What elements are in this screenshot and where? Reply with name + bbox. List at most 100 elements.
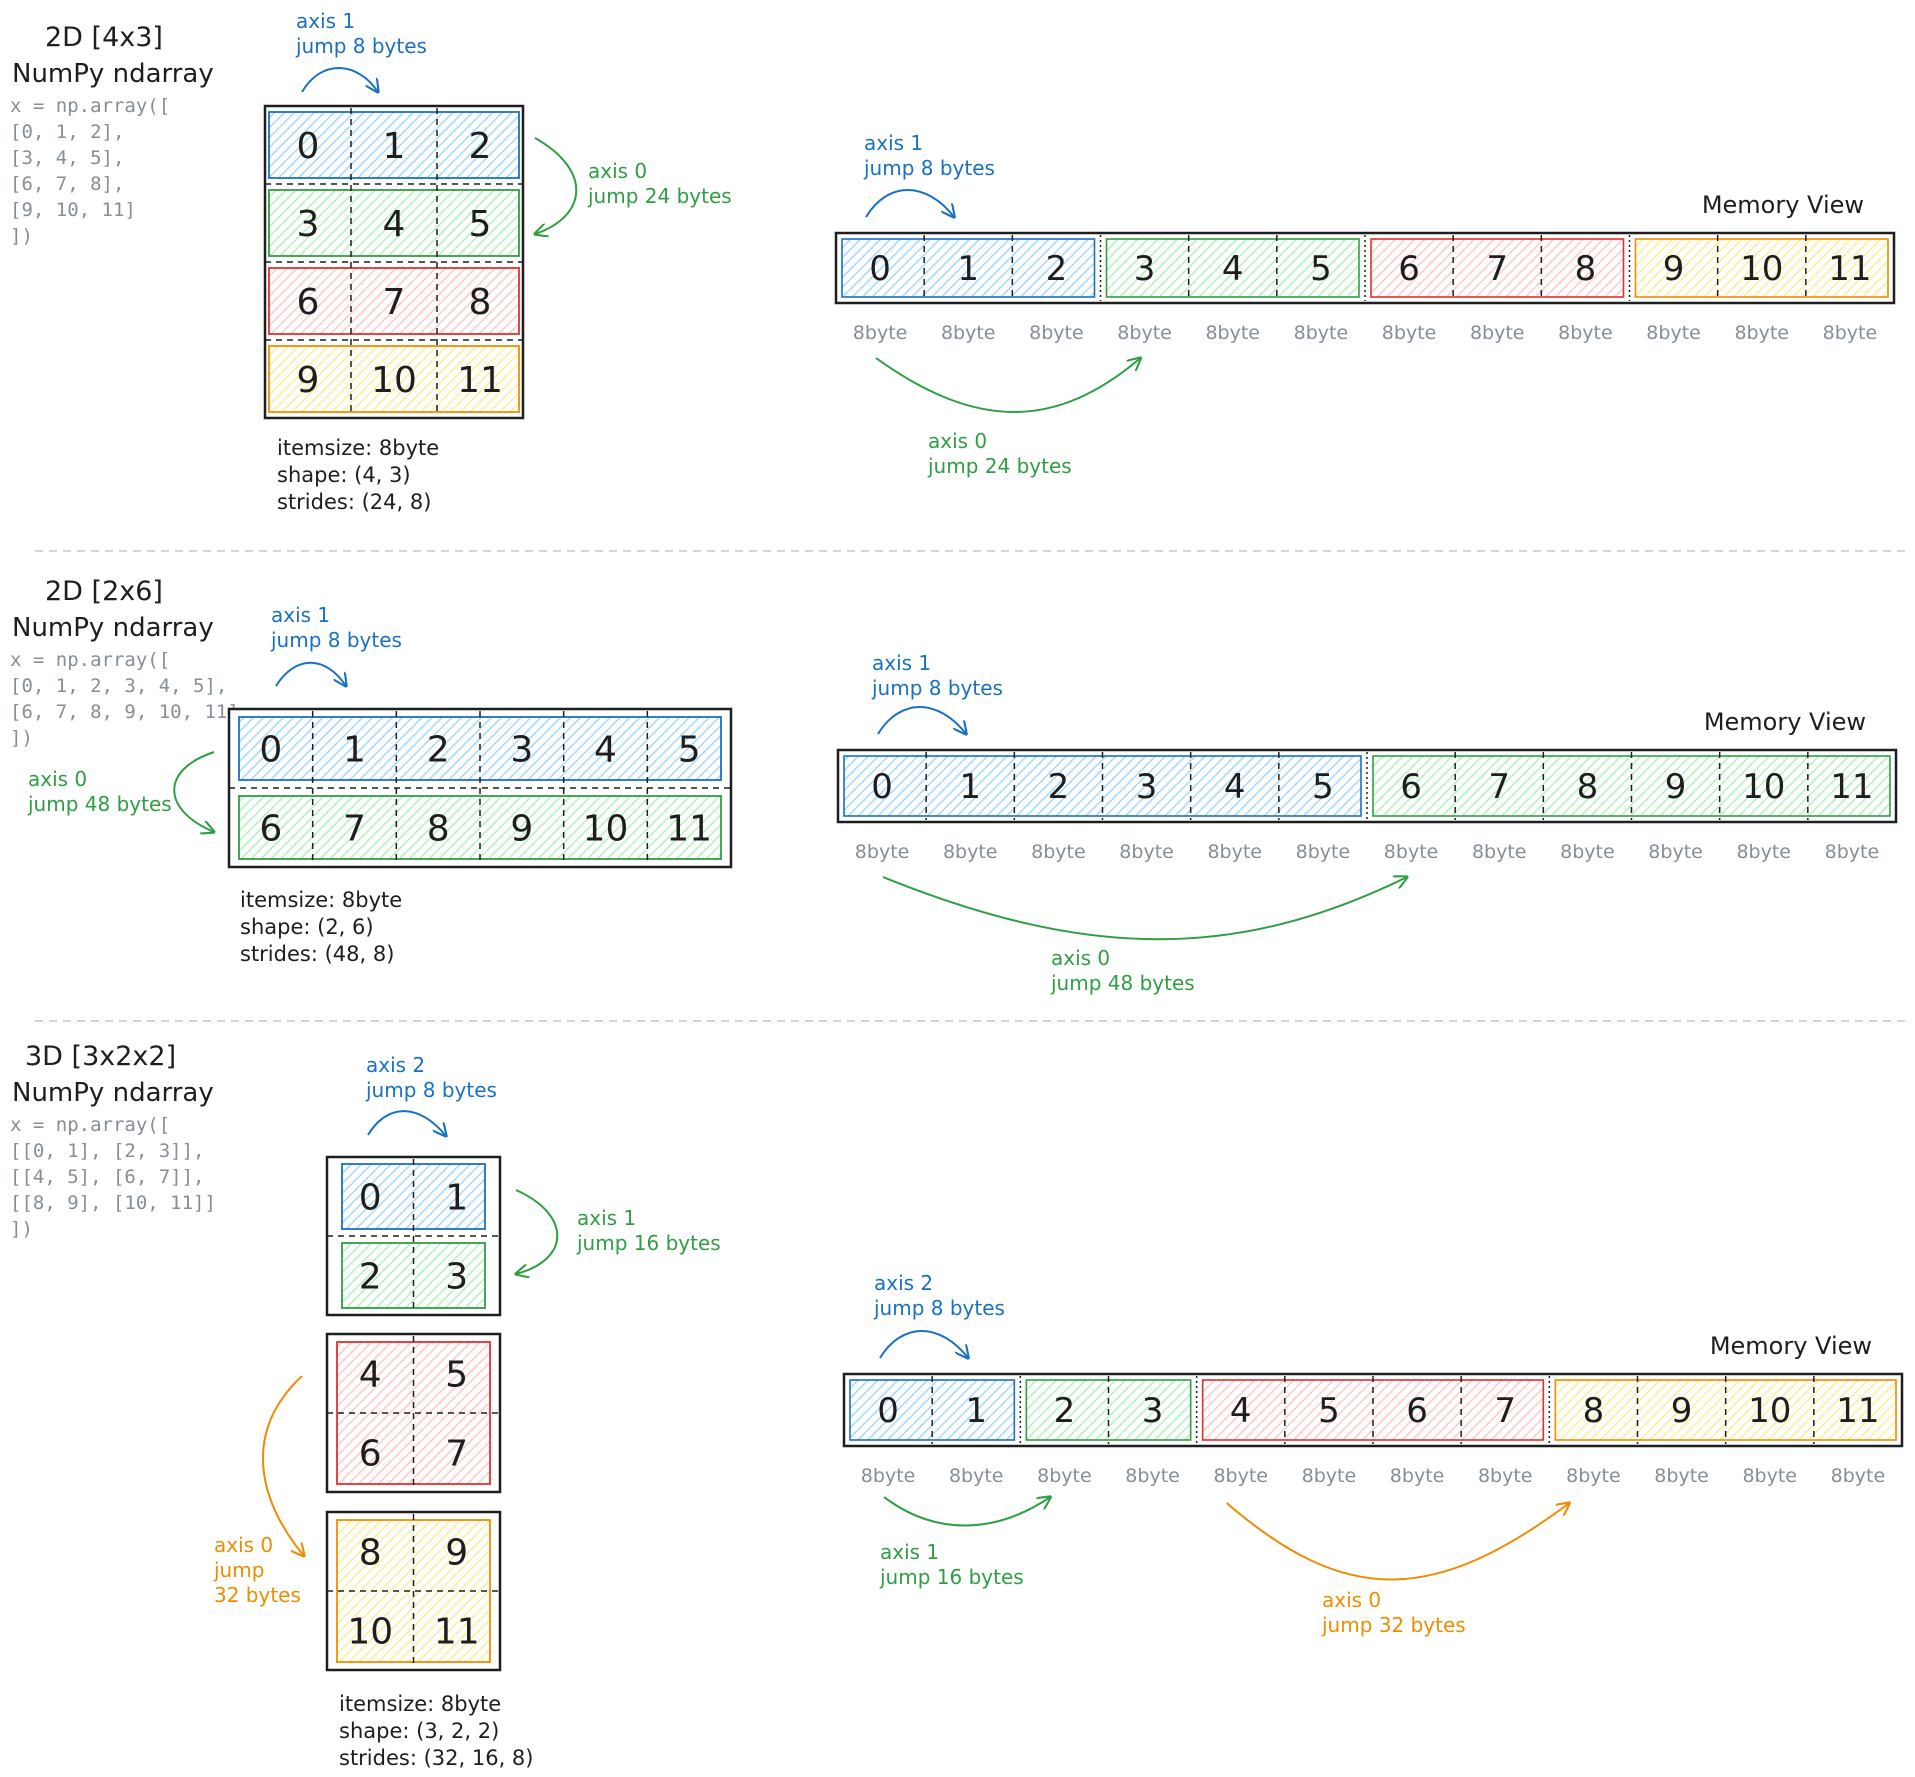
section2-memory-axis1-jump: jump 8 bytes — [871, 676, 1003, 700]
section3-array-axis1-axis: axis 1 — [577, 1206, 636, 1230]
section2-memory-cell-value: 6 — [1400, 767, 1422, 807]
section3-info-line: strides: (32, 16, 8) — [339, 1746, 533, 1770]
section1-array-cell: 8 — [469, 282, 492, 323]
section3-memory-cell-value: 1 — [965, 1391, 987, 1431]
section1-memory-cell-size: 8byte — [1294, 322, 1349, 344]
section3-memory-cell-value: 3 — [1142, 1391, 1164, 1431]
section2-memory-cell-value: 5 — [1312, 767, 1334, 807]
section3-memory-cell-size: 8byte — [861, 1465, 916, 1487]
section3-subtitle: NumPy ndarray — [12, 1078, 214, 1108]
section2-memory-cell-size: 8byte — [1031, 841, 1086, 863]
section2-memory-cell-size: 8byte — [1384, 841, 1439, 863]
section3-memory-cell-value: 9 — [1671, 1391, 1693, 1431]
section3-info-line: shape: (3, 2, 2) — [339, 1719, 499, 1743]
section3-block-cell: 3 — [445, 1257, 468, 1298]
section2-memory-cell-size: 8byte — [1472, 841, 1527, 863]
section1-info-line: itemsize: 8byte — [277, 436, 439, 460]
section3-block-cell: 1 — [445, 1178, 468, 1219]
section1-memory-axis1-axis: axis 1 — [864, 131, 923, 155]
section3-memory-axis2-jump: jump 8 bytes — [873, 1296, 1005, 1320]
section1-memory-cell-value: 5 — [1310, 249, 1332, 289]
section2-info-line: itemsize: 8byte — [240, 888, 402, 912]
section1-array-cell: 1 — [383, 126, 406, 167]
section3-array-axis0-jump2: 32 bytes — [214, 1583, 301, 1607]
section3-memory-cell-size: 8byte — [1478, 1465, 1533, 1487]
section1-memory-axis1-jump: jump 8 bytes — [863, 156, 995, 180]
section1-memory-group-2 — [1370, 238, 1625, 298]
section3-memory-cell-value: 7 — [1494, 1391, 1516, 1431]
section2-memory-cell-value: 0 — [871, 767, 893, 807]
section1-row-1 — [268, 189, 520, 257]
section2-row-1 — [238, 795, 722, 860]
section1-info-line: shape: (4, 3) — [277, 463, 411, 487]
section3-block-cell: 10 — [347, 1612, 393, 1653]
section3-memory-axis1-jump: jump 16 bytes — [879, 1565, 1024, 1589]
section2-memory-axis0-arrow — [882, 877, 1407, 941]
section1-memory-axis0-jump: jump 24 bytes — [927, 454, 1072, 478]
section1-code-line: [6, 7, 8], — [10, 173, 124, 195]
section1-subtitle: NumPy ndarray — [12, 59, 214, 89]
section2-code-line: [6, 7, 8, 9, 10, 11] — [10, 701, 239, 723]
section3-memory-cell-size: 8byte — [1654, 1465, 1709, 1487]
section2-array-cell: 2 — [427, 730, 450, 771]
section3-memory-cell-size: 8byte — [1390, 1465, 1445, 1487]
section3-memory-cell-value: 4 — [1230, 1391, 1252, 1431]
section1-array-cell: 0 — [297, 126, 320, 167]
section3-block-cell: 5 — [445, 1355, 468, 1396]
section1-memory-cell-size: 8byte — [941, 322, 996, 344]
section2-memory-cell-size: 8byte — [943, 841, 998, 863]
section1-code-line: [3, 4, 5], — [10, 147, 124, 169]
section2-memory-cell-size: 8byte — [1560, 841, 1615, 863]
section3-block-cell: 6 — [359, 1434, 382, 1475]
section2-title: 2D [2x6] — [45, 576, 163, 607]
section2-array-axis1-arrow — [275, 661, 346, 686]
section2-memory-cell-value: 1 — [959, 767, 981, 807]
section1-array-cell: 6 — [297, 282, 320, 323]
section2-memory-cell-value: 9 — [1665, 767, 1687, 807]
section1-memory-cell-value: 7 — [1486, 249, 1508, 289]
section3-block-cell: 2 — [359, 1257, 382, 1298]
section1-memory-cell-value: 3 — [1134, 249, 1156, 289]
section2-array-axis1-jump: jump 8 bytes — [270, 628, 402, 652]
section3-memory-cell-value: 6 — [1406, 1391, 1428, 1431]
section2-memory-title: Memory View — [1704, 708, 1866, 736]
section1-memory-cell-size: 8byte — [1117, 322, 1172, 344]
section1-memory-group-3 — [1634, 238, 1889, 298]
section1-memory-cell-size: 8byte — [1823, 322, 1878, 344]
section3-memory-axis1-arrow — [883, 1497, 1050, 1527]
section2-memory-axis0-jump: jump 48 bytes — [1050, 971, 1195, 995]
section1-memory-cell-value: 2 — [1046, 249, 1068, 289]
section3-memory-axis0-jump: jump 32 bytes — [1321, 1613, 1466, 1637]
section2-memory-cell-size: 8byte — [1207, 841, 1262, 863]
section3-info-line: itemsize: 8byte — [339, 1692, 501, 1716]
section2-array-cell: 6 — [259, 809, 282, 850]
section2-subtitle: NumPy ndarray — [12, 613, 214, 643]
section3-memory-cell-value: 0 — [877, 1391, 899, 1431]
section1-memory-cell-value: 9 — [1663, 249, 1685, 289]
section1-memory-cell-value: 4 — [1222, 249, 1244, 289]
section3-block-cell: 7 — [445, 1434, 468, 1475]
section2-array-axis0-axis: axis 0 — [28, 767, 87, 791]
section3-memory-cell-size: 8byte — [1302, 1465, 1357, 1487]
section3-memory-cell-value: 11 — [1836, 1391, 1879, 1431]
section2-memory-cell-size: 8byte — [1296, 841, 1351, 863]
section3-array-axis0-arrow — [261, 1375, 304, 1556]
section1-memory-axis1-arrow — [865, 189, 954, 217]
section1-code-line: x = np.array([ — [10, 95, 170, 117]
section2-info-line: shape: (2, 6) — [240, 915, 374, 939]
section3-block-cell: 9 — [445, 1533, 468, 1574]
section2-code-line: ]) — [10, 727, 33, 749]
section2-array-axis0-arrow — [173, 751, 214, 832]
section1-array-cell: 10 — [371, 360, 417, 401]
section2-code-line: [0, 1, 2, 3, 4, 5], — [10, 675, 227, 697]
section3-memory-title: Memory View — [1710, 1332, 1872, 1360]
section2-array-cell: 5 — [678, 730, 701, 771]
section1-memory-cell-value: 0 — [869, 249, 891, 289]
section1-memory-cell-size: 8byte — [1734, 322, 1789, 344]
section3-code-line: [[0, 1], [2, 3]], — [10, 1140, 204, 1162]
section2-info-line: strides: (48, 8) — [240, 942, 394, 966]
section2-array-cell: 7 — [343, 809, 366, 850]
section2-memory-cell-size: 8byte — [855, 841, 910, 863]
section3-block-cell: 11 — [434, 1612, 480, 1653]
section3-array-axis1-arrow — [516, 1189, 559, 1274]
